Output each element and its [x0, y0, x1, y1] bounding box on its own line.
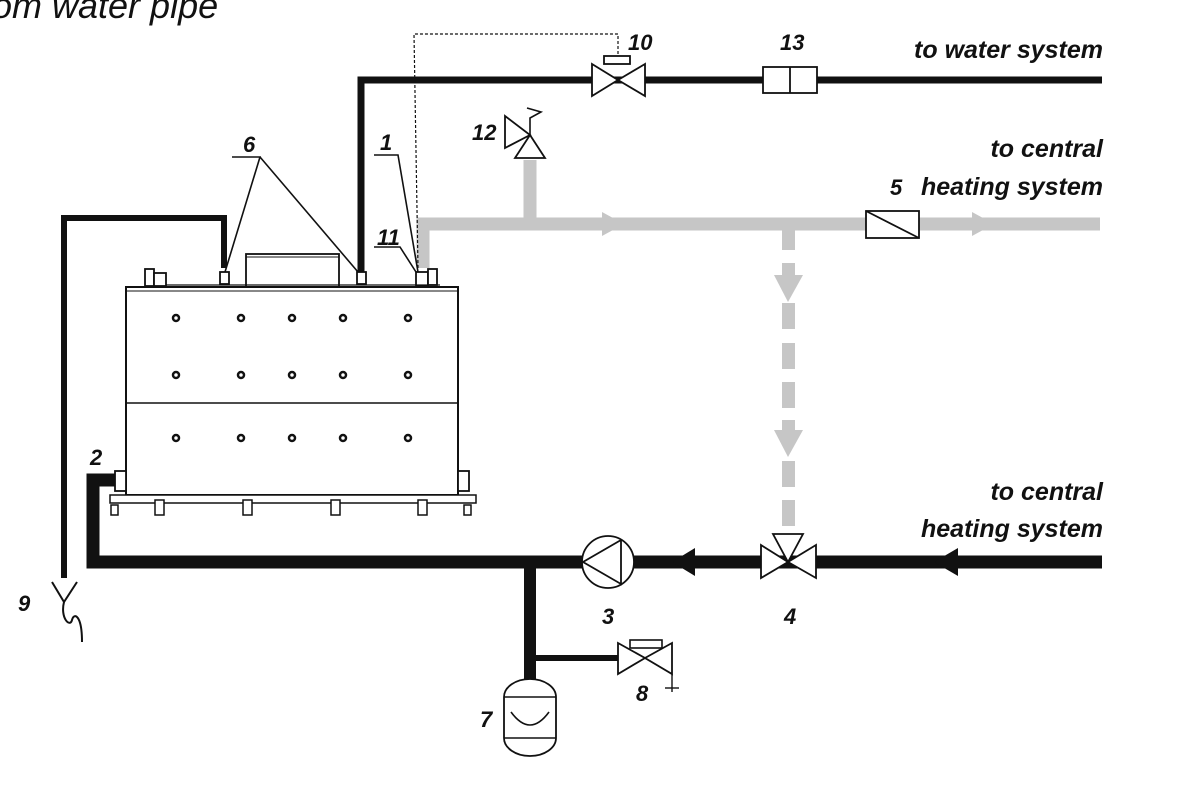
to-ch-supply-label-2: heating system: [921, 173, 1103, 201]
boiler-bolt: [236, 370, 246, 380]
boiler-bolt: [287, 433, 297, 443]
boiler-bolt: [236, 433, 246, 443]
three-way-valve-icon: [760, 533, 817, 580]
boiler-bolt: [403, 313, 413, 323]
label-11: 11: [377, 225, 400, 250]
drain-valve-icon: [617, 639, 679, 692]
boiler: [109, 253, 477, 516]
check-valve-icon: [865, 210, 920, 239]
boiler-bolt: [338, 313, 348, 323]
label-4: 4: [783, 604, 796, 629]
boiler-bolt: [171, 433, 181, 443]
thermostatic-valve-icon: [591, 55, 646, 98]
label-12: 12: [472, 120, 497, 145]
label-13: 13: [780, 30, 804, 55]
boiler-bolt: [287, 313, 297, 323]
label-5: 5: [890, 175, 903, 200]
boiler-bolt: [287, 370, 297, 380]
label-3: 3: [602, 604, 614, 629]
bypass-pipe: [774, 230, 803, 526]
label-10: 10: [628, 30, 653, 55]
flow-arrow-right: [972, 212, 994, 236]
to-ch-return-label-2: heating system: [921, 515, 1103, 543]
connection-6a: [219, 271, 230, 285]
to-ch-supply-label-1: to central: [990, 135, 1104, 163]
boiler-bolt: [338, 433, 348, 443]
boiler-bolt: [171, 370, 181, 380]
label-9: 9: [18, 591, 31, 616]
expansion-vessel-icon: [503, 678, 557, 757]
boiler-bolt: [403, 433, 413, 443]
boiler-bolt: [236, 313, 246, 323]
label-2: 2: [89, 445, 103, 470]
circulation-pump-icon: [581, 535, 635, 589]
safety-valve-icon: [504, 107, 547, 159]
boiler-bolt: [171, 313, 181, 323]
flow-arrow-right: [602, 212, 624, 236]
flow-arrow-left: [672, 548, 695, 576]
label-7: 7: [480, 707, 494, 732]
connection-2: [114, 470, 127, 492]
boiler-bolt: [338, 370, 348, 380]
label-8: 8: [636, 681, 649, 706]
to-water-system-label: to water system: [914, 36, 1103, 64]
label-1: 1: [380, 130, 392, 155]
flow-arrow-left: [934, 548, 958, 576]
boiler-bolt: [403, 370, 413, 380]
drain-funnel-icon: [51, 581, 83, 643]
label-6: 6: [243, 132, 256, 157]
capillary-line: [413, 33, 619, 269]
connection-1: [415, 271, 429, 287]
to-ch-return-label-1: to central: [990, 478, 1104, 506]
leader-lines: [224, 154, 419, 273]
diagram-title: om water pipe: [0, 0, 218, 26]
connection-6b: [356, 271, 367, 285]
filter-icon: [762, 66, 818, 94]
